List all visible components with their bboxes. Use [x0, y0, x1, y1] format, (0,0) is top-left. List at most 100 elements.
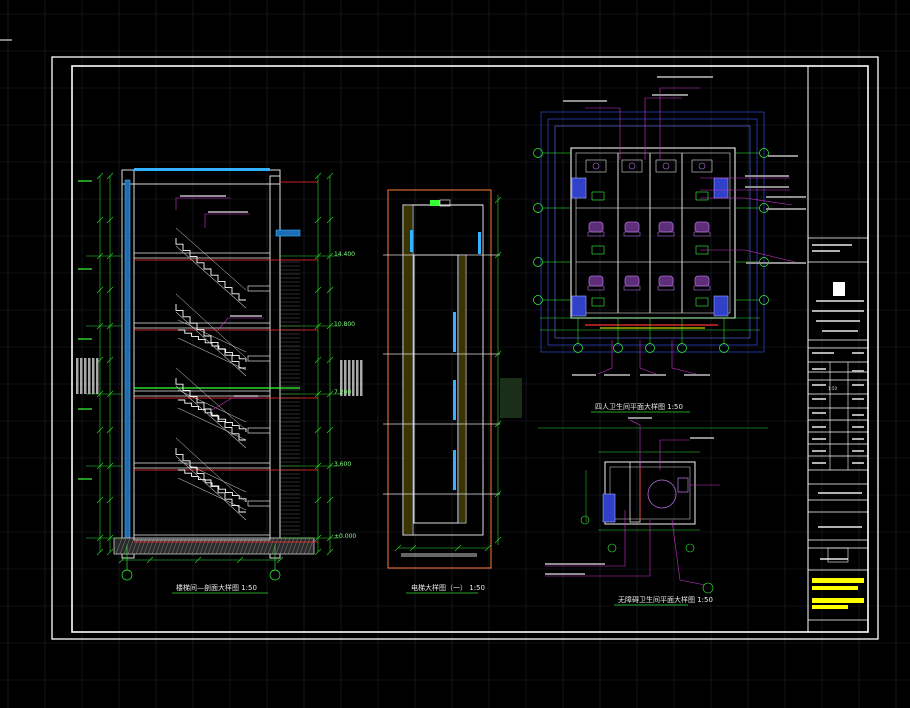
dim-tick [314, 534, 322, 542]
dim-tick [326, 548, 334, 556]
title-block: 1:50 [807, 66, 868, 632]
axis-bubble [677, 343, 687, 353]
dim-tick [494, 251, 502, 259]
floor-slab [133, 462, 271, 469]
vertical-note [352, 360, 355, 396]
dim-text-bar [78, 268, 92, 270]
stair-section-caption: 楼梯间—剖面大样图 1:50 [176, 583, 257, 592]
toilet-tank [623, 231, 641, 237]
stair-landing [247, 355, 271, 362]
toilet-fixture [624, 275, 640, 287]
hatch-line [167, 537, 175, 555]
dim-tick [326, 390, 334, 398]
stair-landing [247, 285, 271, 292]
floor-slab [133, 252, 271, 259]
floor-drain [695, 297, 709, 307]
hatch-line [307, 537, 315, 555]
hatch-line [159, 537, 167, 555]
hatch-line [247, 537, 255, 555]
toilet-plan-view [533, 76, 806, 376]
toilet-tank [657, 231, 675, 237]
dim-tick [494, 490, 502, 498]
hatch-line [183, 537, 191, 555]
dim-text-bar [78, 180, 92, 182]
toilet-fixture [624, 221, 640, 233]
dim-tick [106, 172, 114, 180]
stair-soffit [175, 385, 247, 449]
hatch-line [267, 537, 275, 555]
dim-tick [106, 252, 114, 260]
sheet-inner-frame [71, 65, 869, 633]
hatch-line [235, 537, 243, 555]
axis-bubble [533, 148, 543, 158]
title-block-text [820, 558, 848, 560]
dim-tick [106, 322, 114, 330]
title-block-text [812, 384, 826, 386]
hatch-line [263, 537, 271, 555]
hatch-line [211, 537, 219, 555]
dim-tick [314, 462, 322, 470]
dim-tick [314, 548, 322, 556]
stair-handrail [177, 319, 247, 353]
level-label-4: 14.400 [334, 251, 355, 258]
dim-tick [494, 536, 502, 544]
hatch-line [299, 537, 307, 555]
dim-tick [326, 496, 334, 504]
toilet-fixture [694, 221, 710, 233]
dim-tick [314, 252, 322, 260]
hatch-line [203, 537, 211, 555]
title-block-text [812, 412, 826, 414]
shaft-section-caption: 电梯大样图（一） 1:50 [411, 583, 485, 592]
dim-tick [96, 496, 104, 504]
dim-tick [96, 322, 104, 330]
dim-tick [106, 462, 114, 470]
dim-tick [106, 426, 114, 434]
hatch-line [215, 537, 223, 555]
hatch-line [291, 537, 299, 555]
hatch-line [287, 537, 295, 555]
hatch-line [231, 537, 239, 555]
wash-basin [691, 159, 713, 173]
toilet-fixture [694, 275, 710, 287]
title-block-text [812, 450, 826, 452]
hatch-line [139, 537, 147, 555]
title-block-text [852, 384, 864, 386]
title-block-text [812, 368, 826, 370]
title-block-scale: 1:50 [828, 386, 837, 391]
hatch-line [219, 537, 227, 555]
hatch-line [195, 537, 203, 555]
dim-tick [194, 556, 202, 564]
dim-tick [314, 286, 322, 294]
hatch-line [147, 537, 155, 555]
level-label-1: 3.600 [334, 461, 351, 468]
dim-tick [409, 544, 417, 552]
stair-landing [247, 427, 271, 434]
axis-bubble [533, 203, 543, 213]
dim-tick [96, 390, 104, 398]
dim-tick [106, 496, 114, 504]
toilet-tank [623, 285, 641, 291]
hatch-line [255, 537, 263, 555]
vertical-note [92, 358, 95, 394]
dim-tick [314, 426, 322, 434]
title-block-text [852, 426, 864, 428]
wash-basin [621, 159, 643, 173]
hatch-line [243, 537, 251, 555]
vertical-note [344, 360, 347, 396]
level-label-3: 10.800 [334, 321, 355, 328]
axis-bubble [645, 343, 655, 353]
basin-drain [592, 162, 600, 170]
dim-tick [326, 322, 334, 330]
hatch-line [115, 537, 123, 555]
title-block-text [812, 250, 840, 252]
vertical-note [360, 360, 363, 396]
hatch-line [207, 537, 215, 555]
title-block-text [852, 450, 864, 452]
stair-section-view: 14.400 10.800 7.200 3.600 ±0.000 [76, 168, 363, 581]
dim-tick [326, 534, 334, 542]
hatch-line [303, 537, 311, 555]
dim-tick [314, 496, 322, 504]
dim-tick [96, 286, 104, 294]
shaft-marker [430, 200, 440, 206]
